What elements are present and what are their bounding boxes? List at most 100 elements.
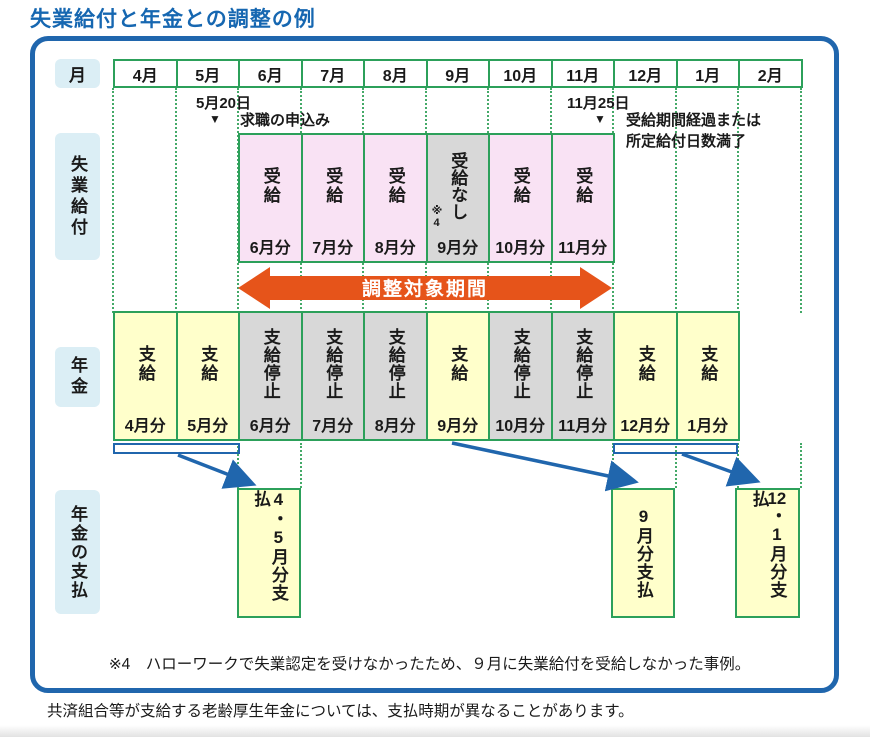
down-triangle-icon: ▼ <box>594 112 606 126</box>
page-title: 失業給付と年金との調整の例 <box>30 8 316 31</box>
benefit-cell-oct: 受給 10月分 <box>488 133 553 263</box>
row-label-pension: 年金 <box>55 347 100 407</box>
month-text: 12月 <box>628 67 663 85</box>
pension-month: 1月分 <box>687 418 729 435</box>
pension-month: 12月分 <box>620 418 671 435</box>
benefit-status: 受給 <box>260 167 280 205</box>
benefit-status: 受給 <box>385 167 405 205</box>
benefit-month: 6月分 <box>249 240 291 257</box>
pension-status: 支給 <box>135 345 155 383</box>
month-cell-4: 4月 <box>113 59 178 88</box>
pension-cell-oct: 支給停止 10月分 <box>488 311 553 441</box>
pension-month: 11月分 <box>558 418 608 435</box>
benefit-month: 10月分 <box>495 240 546 257</box>
guide-line <box>299 443 302 488</box>
annotation-right-text-line1: 受給期間経過または <box>626 112 762 129</box>
annotation-left-date: 5月20日 <box>196 95 252 112</box>
row-label-payment: 年金の支払 <box>55 490 100 614</box>
pension-cell-may: 支給 5月分 <box>175 311 240 441</box>
bracket-dec-jan <box>613 443 738 454</box>
pension-cell-sep: 支給 9月分 <box>425 311 490 441</box>
pension-cell-dec: 支給 12月分 <box>613 311 678 441</box>
guide-line <box>737 88 739 313</box>
benefit-status: 受給 <box>323 167 343 205</box>
payment-text-number: 12 <box>767 490 787 507</box>
month-cell-10: 10月 <box>488 59 553 88</box>
adjustment-period-arrow: 調整対象期間 <box>238 267 612 309</box>
down-triangle-icon: ▼ <box>209 112 221 126</box>
month-text: 5月 <box>195 67 221 85</box>
guide-line <box>112 88 114 313</box>
pension-status: 支給 <box>448 345 468 383</box>
pension-month: 8月分 <box>374 418 416 435</box>
month-text: 10月 <box>503 67 538 85</box>
month-text: 6月 <box>257 67 283 85</box>
month-cell-11: 11月 <box>550 59 615 88</box>
annotation-left-text: 求職の申込み <box>240 112 331 129</box>
pension-cell-jun: 支給停止 6月分 <box>238 311 303 441</box>
pension-status: 支給停止 <box>260 328 280 400</box>
benefit-status: 受給 <box>573 167 593 205</box>
benefit-cell-aug: 受給 8月分 <box>363 133 428 263</box>
row-label-month-text: 月 <box>69 66 86 85</box>
month-text: 9月 <box>445 67 471 85</box>
month-cell-9: 9月 <box>425 59 490 88</box>
annotation-right-date: 11月25日 <box>567 95 630 112</box>
pension-status: 支給 <box>198 345 218 383</box>
footnote: ※4 ハローワークで失業認定を受けなかったため、９月に失業給付を受給しなかった事… <box>108 656 751 673</box>
payment-text-rest: ・1月分支払 <box>749 490 787 599</box>
benefit-month: 7月分 <box>312 240 354 257</box>
benefit-status: 受給 <box>510 167 530 205</box>
benefit-month: 11月分 <box>558 240 608 257</box>
payment-text: 4・5月分支払 <box>251 490 288 602</box>
pension-cell-aug: 支給停止 8月分 <box>363 311 428 441</box>
row-label-benefit: 失業給付 <box>55 133 100 260</box>
double-arrow-shape <box>238 267 612 309</box>
benefit-month: 9月分 <box>437 240 479 257</box>
month-text: 7月 <box>320 67 346 85</box>
month-text: 4月 <box>132 67 158 85</box>
pension-month: 5月分 <box>187 418 229 435</box>
bracket-apr-may <box>113 443 240 454</box>
month-cell-2: 2月 <box>738 59 803 88</box>
row-label-payment-text: 年金の支払 <box>68 504 87 600</box>
month-text: 8月 <box>382 67 408 85</box>
payment-box-apr-may: 4・5月分支払 <box>237 488 301 618</box>
payment-text: 9月分支払 <box>633 507 653 599</box>
month-text: 11月 <box>566 67 600 85</box>
benefit-cell-sep: 受給なし ※4 9月分 <box>425 133 490 263</box>
guide-line <box>799 88 802 313</box>
guide-line <box>674 88 677 313</box>
pension-status: 支給停止 <box>385 328 405 400</box>
pension-cell-jul: 支給停止 7月分 <box>300 311 365 441</box>
pension-month: 9月分 <box>437 418 479 435</box>
pension-status: 支給 <box>698 345 718 383</box>
pension-status: 支給 <box>635 345 655 383</box>
month-cell-7: 7月 <box>300 59 365 88</box>
payment-box-sep: 9月分支払 <box>611 488 675 618</box>
benefit-cell-nov: 受給 11月分 <box>550 133 615 263</box>
guide-line <box>799 443 802 488</box>
bottom-strip <box>0 725 870 737</box>
row-label-pension-text: 年金 <box>68 356 87 398</box>
month-text: 1月 <box>695 67 721 85</box>
benefit-cell-jun: 受給 6月分 <box>238 133 303 263</box>
month-cell-1: 1月 <box>675 59 740 88</box>
month-cell-5: 5月 <box>175 59 240 88</box>
pension-cell-apr: 支給 4月分 <box>113 311 178 441</box>
pension-status: 支給停止 <box>510 328 530 400</box>
payment-text: 12・1月分支払 <box>749 490 787 616</box>
pension-month: 7月分 <box>312 418 354 435</box>
pension-status: 支給停止 <box>573 328 593 400</box>
benefit-status: 受給なし <box>448 152 468 220</box>
payment-box-dec-jan: 12・1月分支払 <box>735 488 800 618</box>
month-cell-8: 8月 <box>363 59 428 88</box>
month-cell-6: 6月 <box>238 59 303 88</box>
annotation-right-text-line2: 所定給付日数満了 <box>626 133 747 150</box>
benefit-cell-jul: 受給 7月分 <box>300 133 365 263</box>
pension-cell-nov: 支給停止 11月分 <box>550 311 615 441</box>
pension-month: 10月分 <box>495 418 546 435</box>
guide-line <box>674 443 677 488</box>
guide-line <box>174 88 177 313</box>
row-label-month: 月 <box>55 59 100 88</box>
